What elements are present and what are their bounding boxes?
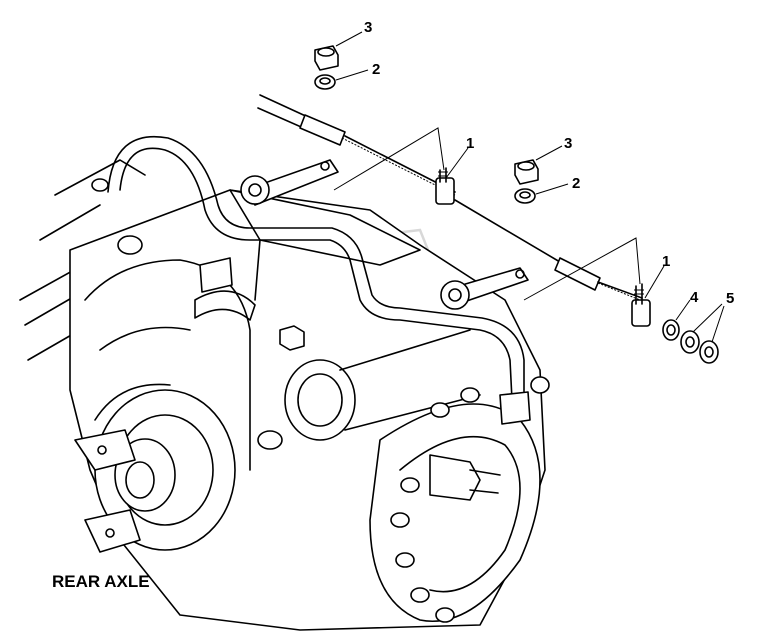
part-5-nuts [680, 330, 719, 364]
part-4-washer [662, 319, 680, 341]
callout-1-lower: 1 [662, 253, 670, 270]
part-3-nut-lower [514, 159, 539, 185]
callout-3-lower: 3 [564, 135, 572, 152]
part-1-clevis-upper [435, 167, 455, 205]
axle-housing [19, 135, 550, 631]
callout-4: 4 [690, 289, 699, 306]
callout-labels: 3 2 1 3 2 1 4 5 [364, 19, 734, 307]
part-1-clevis-lower [631, 283, 651, 327]
leader-lines [333, 31, 725, 343]
part-3-nut-upper [314, 45, 339, 71]
part-2-washer-lower [514, 188, 536, 204]
callout-5: 5 [726, 290, 734, 307]
callout-1-upper: 1 [466, 135, 474, 152]
callout-2-upper: 2 [372, 61, 380, 78]
brake-cables [257, 94, 643, 301]
callout-2-lower: 2 [572, 175, 580, 192]
diagram-caption: REAR AXLE [52, 572, 150, 591]
callout-3-upper: 3 [364, 19, 372, 36]
part-2-washer-upper [314, 74, 336, 90]
